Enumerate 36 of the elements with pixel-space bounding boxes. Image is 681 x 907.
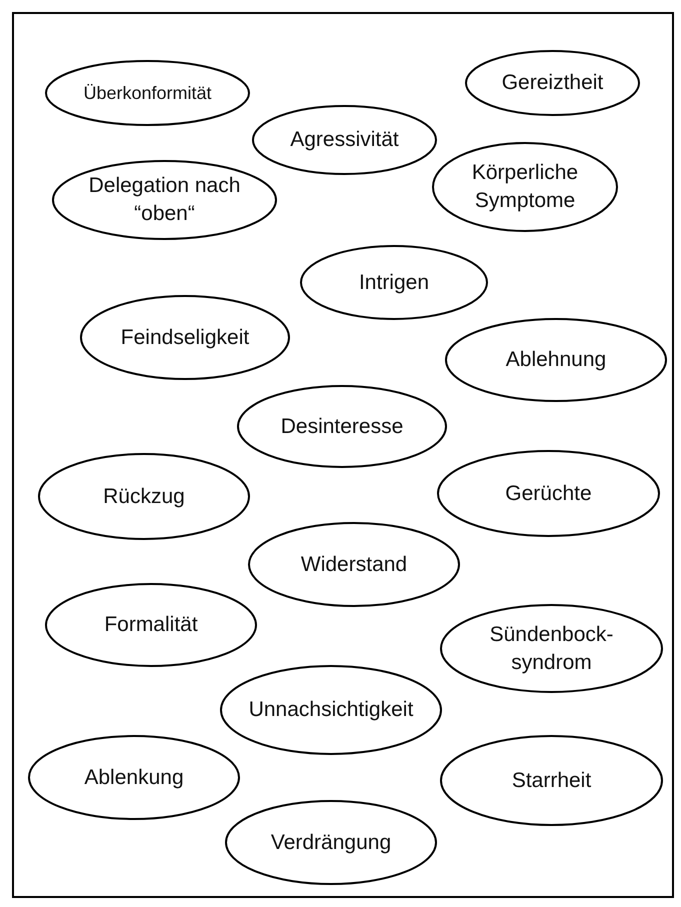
ellipse-node — [437, 450, 660, 537]
ellipse-node — [440, 604, 663, 693]
node-label: Feindseligkeit — [120, 324, 250, 350]
node-label: Überkonformität — [83, 82, 212, 105]
node-label: Formalität — [104, 612, 198, 638]
node-label: Ablenkung — [84, 764, 184, 790]
ellipse-node — [52, 160, 277, 240]
ellipse-node — [248, 522, 460, 607]
ellipse-node — [465, 50, 640, 116]
ellipse-node — [38, 453, 250, 540]
ellipse-node — [432, 142, 618, 232]
ellipse-node — [225, 800, 437, 885]
node-label: Sündenbock- syndrom — [488, 622, 614, 676]
node-label: Agressivität — [290, 127, 399, 153]
ellipse-node — [220, 665, 442, 755]
node-label: Desinteresse — [280, 414, 404, 440]
node-label: Ablehnung — [506, 347, 606, 373]
ellipse-node — [237, 385, 447, 468]
ellipse-node — [80, 295, 290, 380]
node-label: Intrigen — [358, 270, 430, 296]
node-label: Starrheit — [512, 768, 592, 794]
node-label: Körperliche Symptome — [470, 160, 580, 214]
node-label: Delegation nach “oben“ — [88, 173, 242, 227]
node-label: Gereiztheit — [502, 70, 604, 96]
ellipse-node — [252, 105, 437, 175]
ellipse-node — [45, 60, 250, 126]
ellipse-node — [45, 583, 257, 667]
ellipse-node — [445, 318, 667, 402]
node-label: Gerüchte — [505, 480, 592, 506]
ellipse-node — [28, 735, 240, 820]
node-label: Verdrängung — [270, 830, 392, 856]
ellipse-node — [300, 245, 488, 320]
node-label: Unnachsichtigkeit — [248, 697, 414, 723]
node-label: Widerstand — [300, 552, 408, 578]
ellipse-node — [440, 735, 663, 826]
node-label: Rückzug — [103, 484, 185, 510]
